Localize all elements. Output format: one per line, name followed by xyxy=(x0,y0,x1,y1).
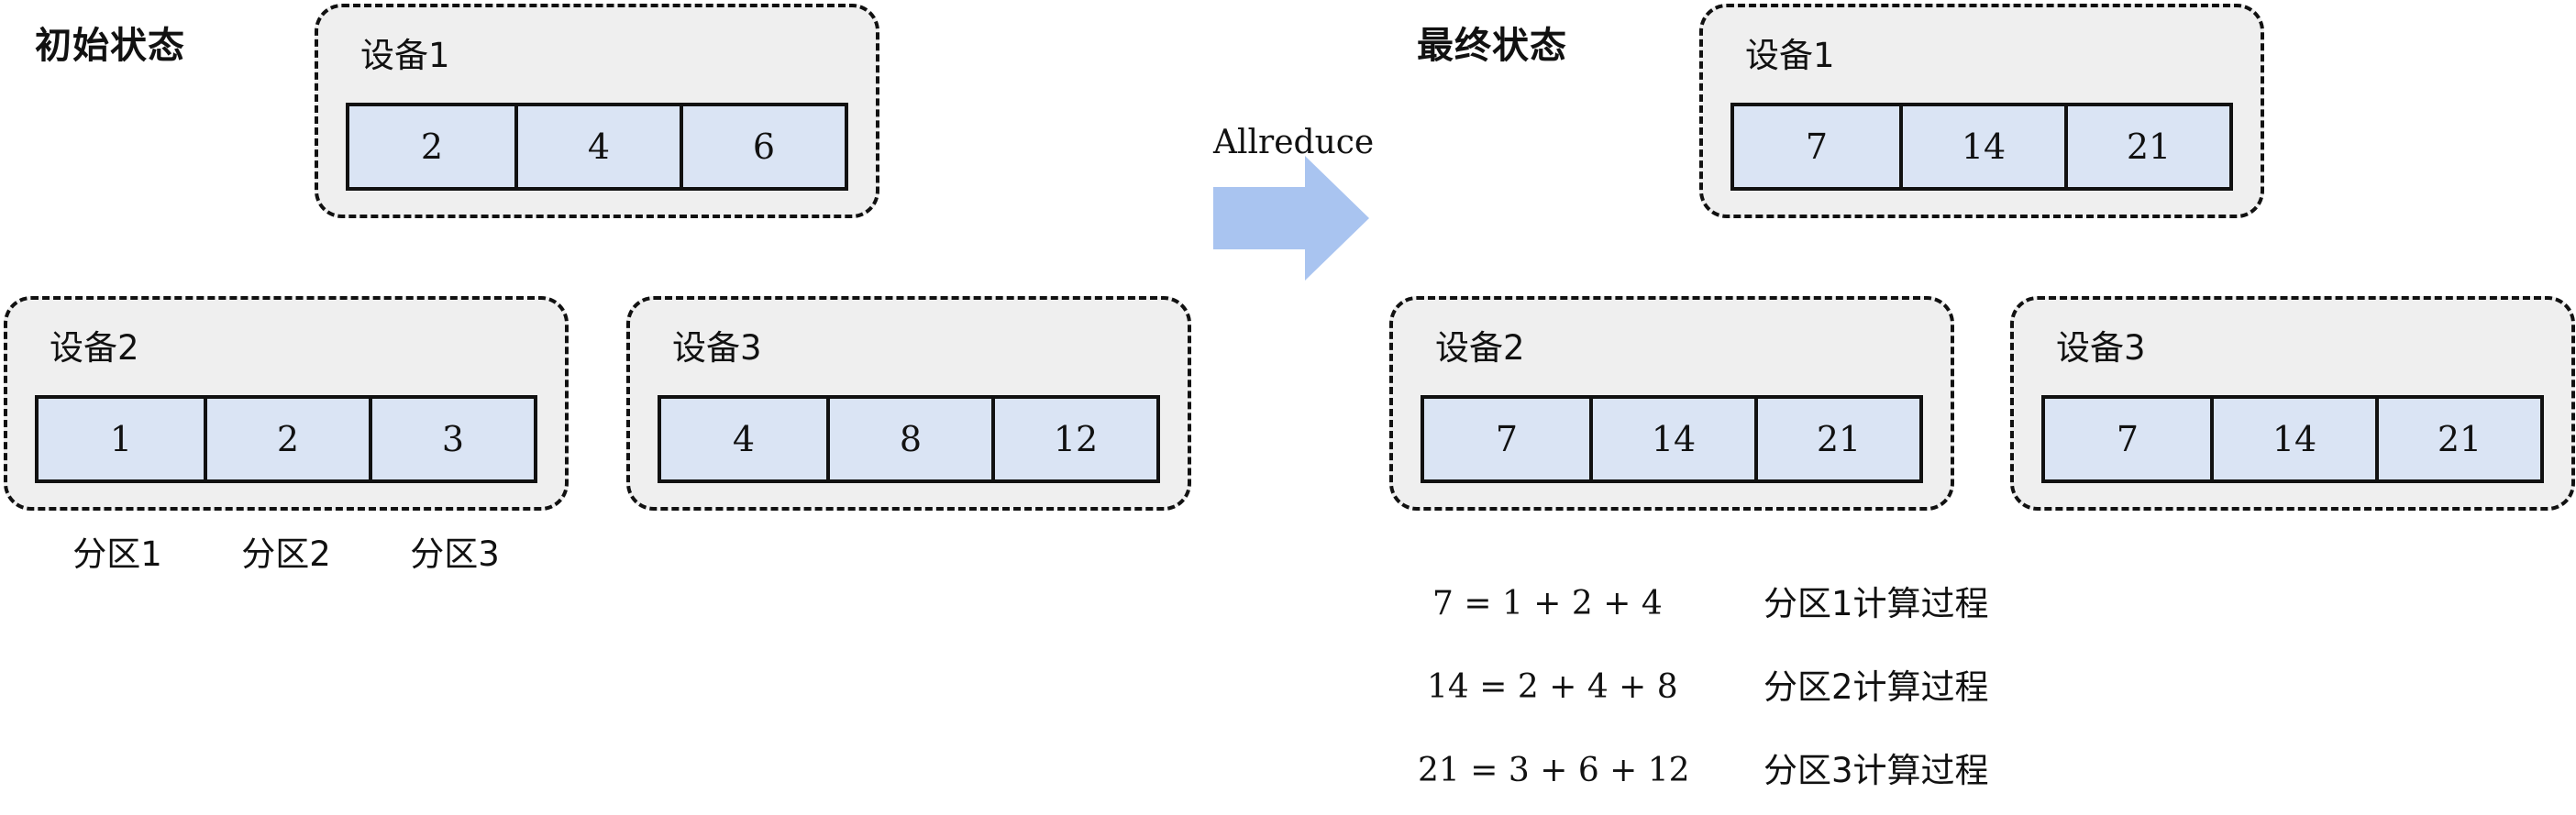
partition-1-cell: 7 xyxy=(1424,399,1589,479)
initial-device-2: 设备2 1 2 3 xyxy=(4,296,569,511)
device-label: 设备3 xyxy=(2056,328,2146,368)
initial-state-title: 初始状态 xyxy=(35,25,185,67)
partition-2-cell: 14 xyxy=(1899,106,2064,187)
initial-device-1: 设备1 2 4 6 xyxy=(315,4,879,218)
partition-2-cell: 4 xyxy=(514,106,680,187)
final-state-title: 最终状态 xyxy=(1417,25,1567,67)
partition-1-cell: 7 xyxy=(2045,399,2210,479)
partition-cells: 2 4 6 xyxy=(346,103,848,191)
device-label: 设备2 xyxy=(50,328,139,368)
final-device-2: 设备2 7 14 21 xyxy=(1389,296,1954,511)
partition-3-cell: 6 xyxy=(680,106,845,187)
partition-2-cell: 14 xyxy=(1589,399,1754,479)
device-label: 设备3 xyxy=(672,328,762,368)
right-arrow-icon xyxy=(1213,156,1369,281)
device-label: 设备1 xyxy=(1745,36,1835,75)
partition-1-cell: 1 xyxy=(39,399,204,479)
partition-cells: 7 14 21 xyxy=(2041,395,2544,483)
partition-1-cell: 4 xyxy=(661,399,826,479)
partition-2-cell: 8 xyxy=(826,399,991,479)
final-device-1: 设备1 7 14 21 xyxy=(1699,4,2264,218)
computation-formula-3: 21 = 3 + 6 + 12 xyxy=(1418,752,1690,789)
partition-1-cell: 2 xyxy=(349,106,514,187)
partition-3-cell: 21 xyxy=(2064,106,2229,187)
partition-3-cell: 21 xyxy=(1754,399,1919,479)
computation-formula-2: 14 = 2 + 4 + 8 xyxy=(1427,668,1678,706)
partition-cells: 1 2 3 xyxy=(35,395,537,483)
partition-3-cell: 21 xyxy=(2375,399,2540,479)
partition-1-cell: 7 xyxy=(1734,106,1899,187)
computation-note-2: 分区2计算过程 xyxy=(1763,667,1989,707)
partition-cells: 4 8 12 xyxy=(658,395,1160,483)
partition-3-cell: 3 xyxy=(369,399,534,479)
computation-formula-1: 7 = 1 + 2 + 4 xyxy=(1432,585,1663,622)
partition-2-cell: 2 xyxy=(204,399,369,479)
computation-note-1: 分区1计算过程 xyxy=(1763,584,1989,623)
partition-cells: 7 14 21 xyxy=(1421,395,1923,483)
partition-label-2: 分区2 xyxy=(241,534,331,574)
allreduce-label: Allreduce xyxy=(1213,124,1375,161)
partition-cells: 7 14 21 xyxy=(1730,103,2233,191)
partition-label-3: 分区3 xyxy=(410,534,500,574)
device-label: 设备2 xyxy=(1435,328,1525,368)
device-label: 设备1 xyxy=(360,36,450,75)
partition-label-1: 分区1 xyxy=(72,534,162,574)
computation-note-3: 分区3计算过程 xyxy=(1763,751,1989,790)
partition-3-cell: 12 xyxy=(991,399,1156,479)
initial-device-3: 设备3 4 8 12 xyxy=(626,296,1191,511)
partition-2-cell: 14 xyxy=(2210,399,2375,479)
final-device-3: 设备3 7 14 21 xyxy=(2010,296,2575,511)
